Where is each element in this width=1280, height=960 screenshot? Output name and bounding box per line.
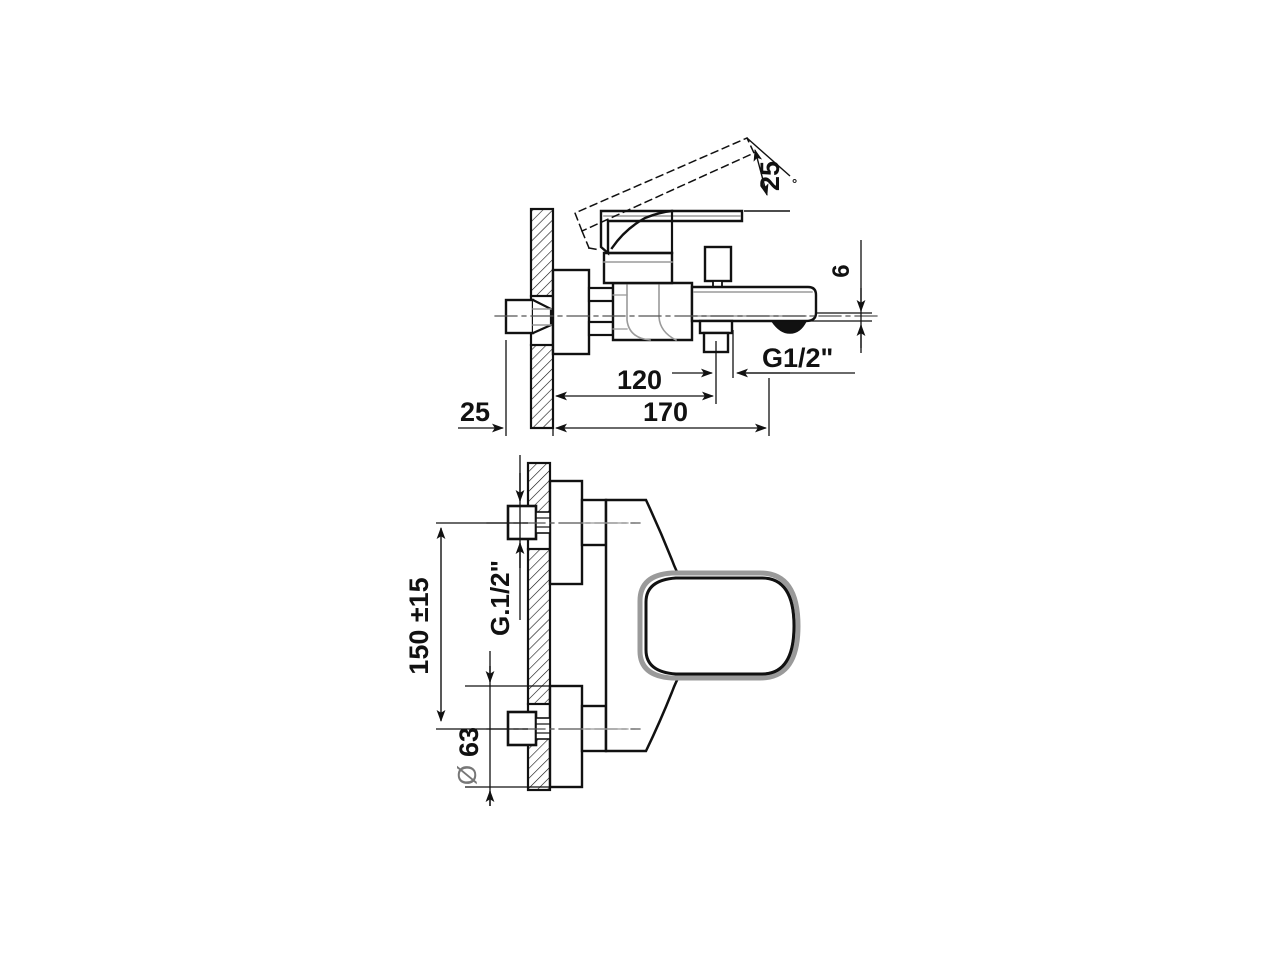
side-elevation-view xyxy=(494,137,881,430)
dimension-170-label: 170 xyxy=(643,397,688,427)
dimension-diameter-63: 63 Ø xyxy=(452,651,550,806)
angle-25-label: 25 xyxy=(755,161,785,191)
dimension-150: 150 ±15 xyxy=(404,522,528,730)
dimension-170: 170 xyxy=(552,378,770,436)
diverter-button xyxy=(703,245,733,288)
dimension-63-label: 63 xyxy=(454,727,484,757)
dimension-6: 6 xyxy=(806,240,872,353)
dimension-120: 120 xyxy=(552,360,717,404)
angle-degree-symbol: ° xyxy=(792,176,797,191)
cartridge-cap xyxy=(602,251,674,285)
lever-handle-front xyxy=(637,570,801,681)
dimension-g12-outlet: G1/2" xyxy=(672,330,855,378)
escutcheon-cover xyxy=(551,268,591,356)
dimension-150-label: 150 ±15 xyxy=(404,577,434,674)
escutcheon-upper xyxy=(548,479,584,586)
g12-inlet-label: G.1/2" xyxy=(485,560,515,636)
dimension-120-label: 120 xyxy=(617,365,662,395)
dimension-angle-25: 25 ° xyxy=(744,137,797,212)
diameter-symbol-icon: Ø xyxy=(452,765,482,785)
dimension-g12-inlet: G.1/2" xyxy=(485,455,525,636)
escutcheon-lower xyxy=(548,684,584,789)
wall-section-front xyxy=(526,461,552,792)
mixer-body xyxy=(611,281,694,342)
dimension-25-label: 25 xyxy=(460,397,490,427)
dimension-6-label: 6 xyxy=(828,264,855,277)
spout-aerator-outlet xyxy=(770,320,808,334)
dimension-25-wall: 25 xyxy=(458,340,507,436)
g12-outlet-label: G1/2" xyxy=(762,343,833,373)
